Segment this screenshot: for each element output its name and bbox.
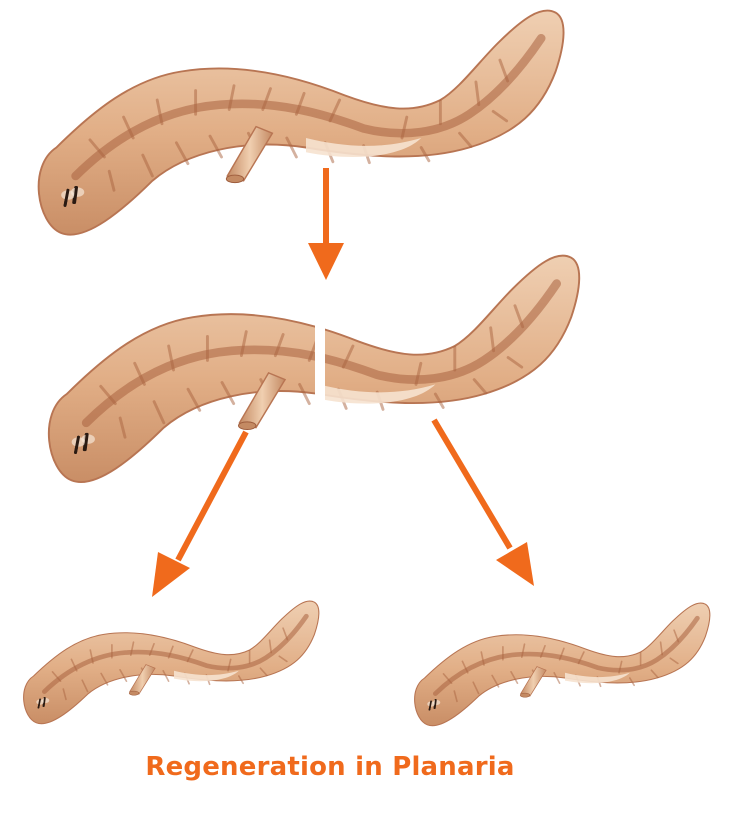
arrow-cut-to-tail-piece [431,418,534,586]
whole-planarian [39,11,564,235]
diagram-caption: Regeneration in Planaria [145,752,515,782]
arrow-cut-to-head-piece [152,430,249,597]
arrow-whole-to-cut [308,168,344,280]
planarian-cut-in-two [49,256,579,482]
regenerated-from-tail-piece [415,603,710,726]
regenerated-from-head-piece [24,601,319,724]
